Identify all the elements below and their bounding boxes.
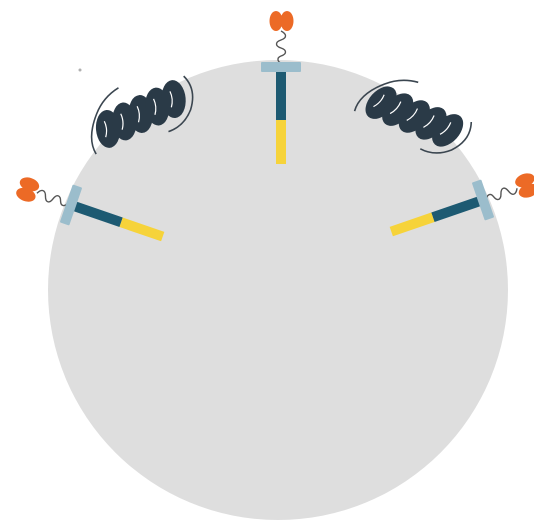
speck-dot <box>79 69 82 72</box>
